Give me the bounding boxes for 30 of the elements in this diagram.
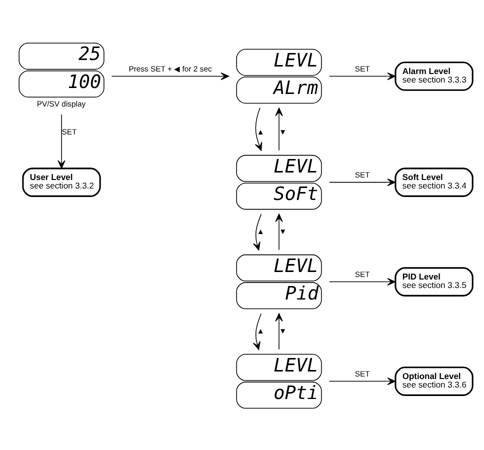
edge-label: ▲ (256, 326, 264, 335)
edge-label: SET (354, 270, 370, 279)
edge-label: SET (62, 126, 77, 136)
arrow (275, 312, 283, 350)
edge-label: ▼ (279, 326, 287, 335)
arrow (254, 107, 262, 150)
arrow (328, 277, 396, 286)
edge-label: ▲ (256, 126, 264, 136)
arrow (275, 213, 283, 250)
node-label: PV/SV display (36, 98, 86, 108)
arrow (58, 114, 66, 168)
arrow (111, 72, 230, 80)
node-box: PID Level see section 3.3.5 (394, 266, 474, 296)
edge-label: ▼ (279, 126, 287, 136)
edge-label: ▲ (256, 226, 264, 236)
arrow (252, 312, 262, 350)
arrow (328, 178, 396, 186)
arrow (328, 376, 396, 385)
edge-label: ▼ (279, 226, 287, 236)
arrow (275, 107, 283, 150)
edge-label: SET (354, 170, 370, 180)
edge-label: Press SET + ◀ for 2 sec (128, 64, 212, 74)
node-box: User Level see section 3.3.2 (22, 167, 101, 196)
node-box: Optional Level see section 3.3.6 (394, 366, 474, 396)
node-box: Soft Level see section 3.3.4 (394, 167, 474, 196)
node-box: Alarm Level see section 3.3.3 (394, 61, 474, 90)
arrow (252, 213, 262, 250)
edge-label: SET (354, 64, 370, 74)
arrow (328, 72, 396, 80)
edge-label: SET (354, 369, 370, 378)
